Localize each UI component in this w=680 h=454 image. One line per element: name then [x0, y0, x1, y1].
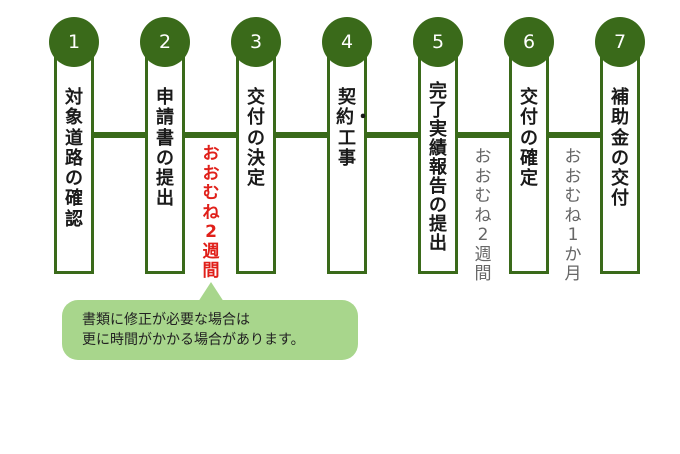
- step-number: 2: [140, 17, 190, 67]
- step-label: 申請書の提出: [156, 87, 174, 210]
- step-box: [509, 50, 549, 274]
- step-label: 対象道路の確認: [65, 87, 83, 230]
- duration-note-2-3: おおむね2週間: [202, 144, 220, 281]
- step-number: 5: [413, 17, 463, 67]
- step-box: [54, 50, 94, 274]
- step-label: 交付の確定: [520, 87, 538, 190]
- callout-text: 書類に修正が必要な場合は 更に時間がかかる場合があります。: [82, 310, 305, 350]
- callout-pointer: [198, 282, 224, 302]
- step-number: 3: [231, 17, 281, 67]
- duration-note-6-7: おおむね1か月: [564, 147, 582, 284]
- step-label: 契約・工事: [336, 87, 372, 169]
- step-box: [418, 50, 458, 274]
- callout-line-2: 更に時間がかかる場合があります。: [82, 332, 305, 348]
- duration-note-5-6: おおむね2週間: [474, 147, 492, 284]
- callout-line-1: 書類に修正が必要な場合は: [82, 312, 250, 328]
- step-box: [600, 50, 640, 274]
- step-label: 交付の決定: [247, 87, 265, 190]
- step-box: [145, 50, 185, 274]
- step-box: [236, 50, 276, 274]
- step-box: [327, 50, 367, 274]
- step-number: 4: [322, 17, 372, 67]
- step-number: 7: [595, 17, 645, 67]
- step-number: 6: [504, 17, 554, 67]
- step-label: 補助金の交付: [611, 87, 629, 210]
- step-label: 完了実績報告の提出: [429, 81, 447, 254]
- callout-bubble: [62, 300, 358, 360]
- step-number: 1: [49, 17, 99, 67]
